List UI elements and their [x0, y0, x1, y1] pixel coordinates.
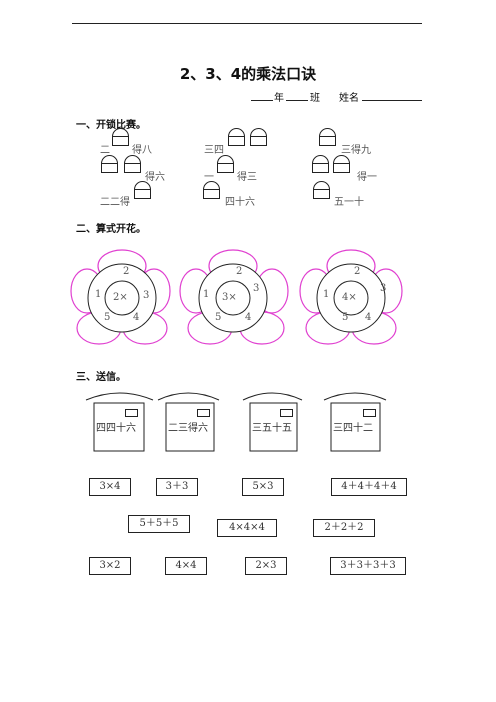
flower-center-circle — [104, 280, 140, 316]
petal-number: 2 — [354, 266, 361, 277]
envelope[interactable]: 3×2 — [89, 557, 131, 575]
lock-text: 二二得 — [100, 197, 130, 208]
lock-text: 三四 — [204, 145, 224, 156]
lock-blank[interactable] — [203, 181, 220, 199]
mailbox-roof — [323, 392, 387, 401]
mailbox-1 — [93, 402, 145, 452]
petal-number: 1 — [323, 289, 330, 300]
lock-blank[interactable] — [250, 128, 267, 146]
envelope[interactable]: 5×3 — [242, 478, 284, 496]
petal-number: 3 — [380, 283, 387, 294]
mailbox-slot — [363, 409, 376, 417]
petal-number: 2 — [236, 266, 243, 277]
flower-1 — [70, 249, 171, 345]
flower-3 — [299, 249, 403, 345]
petal-number: 3 — [143, 290, 150, 301]
lock-text: 五一十 — [334, 197, 364, 208]
petal-number: 5 — [342, 312, 349, 323]
year-label: 年 — [274, 93, 284, 104]
lock-text: 得六 — [145, 172, 165, 183]
mailbox-2 — [165, 402, 215, 452]
envelope[interactable]: 3＋3 — [156, 478, 198, 496]
flower-center-label: 2× — [113, 292, 128, 303]
class-label: 班 — [310, 93, 320, 104]
petal-number: 1 — [203, 289, 210, 300]
mailbox-slot — [280, 409, 293, 417]
envelope[interactable]: 3＋3＋3＋3 — [330, 557, 406, 575]
mailbox-slot — [125, 409, 138, 417]
lock-blank[interactable] — [312, 155, 329, 173]
mailbox-roof — [85, 392, 154, 401]
page-title: 2、3、4的乘法口诀 — [179, 65, 317, 83]
top-rule — [72, 23, 422, 24]
lock-blank[interactable] — [313, 181, 330, 199]
envelope[interactable]: 4×4×4 — [217, 519, 277, 537]
flower-center-label: 4× — [342, 292, 357, 303]
mailbox-3 — [249, 402, 298, 452]
envelope[interactable]: 2＋2＋2 — [313, 519, 375, 537]
flower-center-label: 3× — [222, 292, 237, 303]
envelope[interactable]: 3×4 — [89, 478, 131, 496]
mailbox-4 — [330, 402, 381, 452]
mailbox-slot — [197, 409, 210, 417]
lock-text: 三得九 — [341, 145, 371, 156]
lock-text: 得一 — [357, 172, 377, 183]
lock-text: 二 — [100, 145, 110, 156]
mailbox-label: 三五十五 — [252, 423, 292, 434]
envelope[interactable]: 2×3 — [245, 557, 287, 575]
lock-blank[interactable] — [134, 181, 151, 199]
petal-number: 5 — [104, 312, 111, 323]
lock-text: 一 — [204, 172, 214, 183]
petal-number: 5 — [215, 312, 222, 323]
petal-number: 4 — [245, 312, 252, 323]
name-blank[interactable] — [362, 100, 422, 101]
envelope[interactable]: 4＋4＋4＋4 — [331, 478, 407, 496]
lock-blank[interactable] — [217, 155, 234, 173]
section2-heading: 二、算式开花。 — [76, 224, 146, 235]
lock-text: 得三 — [237, 172, 257, 183]
envelope[interactable]: 5＋5＋5 — [128, 515, 190, 533]
petal-number: 2 — [123, 266, 130, 277]
class-blank[interactable] — [286, 100, 308, 101]
petal-number: 1 — [95, 289, 102, 300]
section1-heading: 一、开锁比赛。 — [76, 120, 146, 131]
flower-2 — [179, 249, 289, 345]
lock-blank[interactable] — [101, 155, 118, 173]
mailbox-label: 二三得六 — [168, 423, 208, 434]
petal-number: 4 — [133, 312, 140, 323]
lock-blank[interactable] — [112, 128, 129, 146]
section3-heading: 三、送信。 — [76, 372, 126, 383]
petal-number: 4 — [365, 312, 372, 323]
lock-text: 得八 — [132, 145, 152, 156]
mailbox-roof — [242, 392, 303, 401]
lock-blank[interactable] — [333, 155, 350, 173]
name-label: 姓名 — [339, 93, 359, 104]
lock-blank[interactable] — [319, 128, 336, 146]
flower-center-circle — [215, 280, 251, 316]
mailbox-roof — [157, 392, 220, 401]
petal-number: 3 — [253, 283, 260, 294]
lock-blank[interactable] — [124, 155, 141, 173]
year-blank[interactable] — [251, 100, 273, 101]
mailbox-label: 三四十二 — [333, 423, 373, 434]
envelope[interactable]: 4×4 — [165, 557, 207, 575]
lock-text: 四十六 — [225, 197, 255, 208]
flower-center-circle — [333, 280, 369, 316]
lock-blank[interactable] — [228, 128, 245, 146]
mailbox-label: 四四十六 — [96, 423, 136, 434]
